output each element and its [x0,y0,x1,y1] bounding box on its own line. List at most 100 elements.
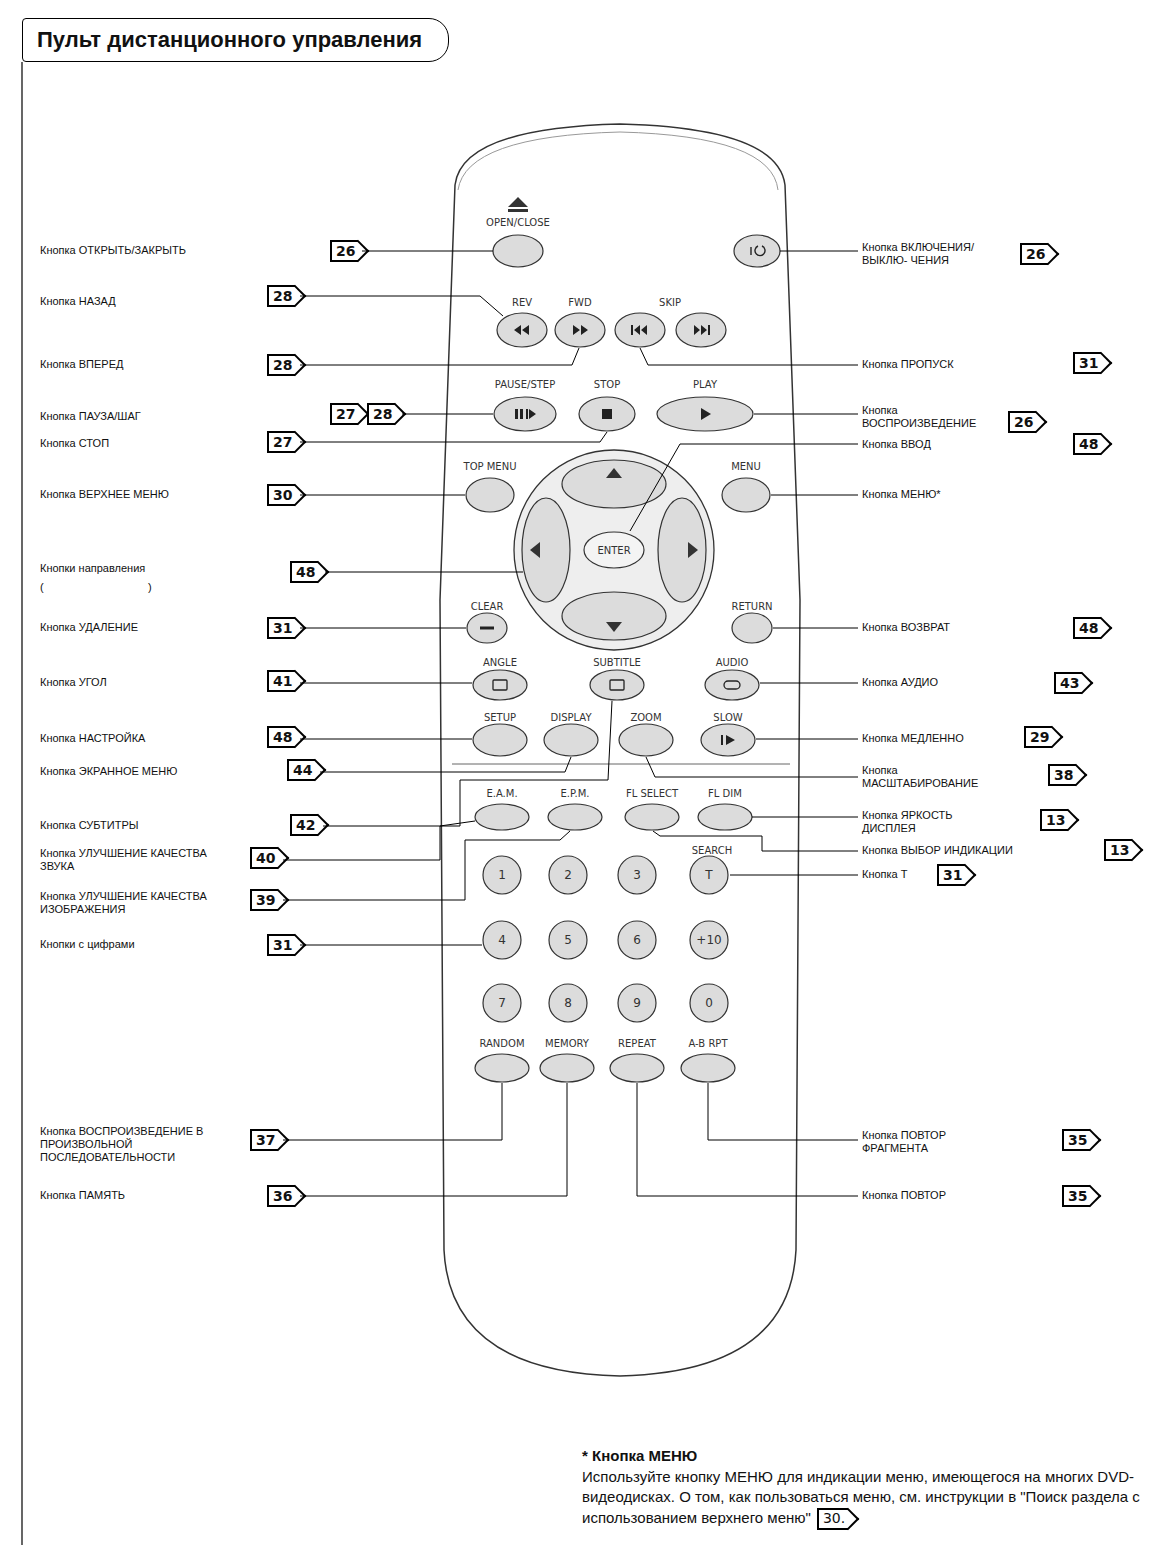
leader-line [300,296,503,316]
button-label: MEMORY [545,1038,589,1049]
button-description: Кнопка ВОСПРОИЗВЕДЕНИЕ [862,404,972,430]
arrow-symbol [606,622,622,632]
button-symbol [515,409,536,419]
leader-line [756,739,858,740]
leader-line [653,831,858,851]
remote-button [473,724,527,756]
button-description: Кнопки с цифрами [40,938,135,951]
remote-button [618,921,656,959]
button-label: 4 [498,933,506,947]
remote-button [625,804,679,830]
button-description: Кнопка ПОВТОР ФРАГМЕНТА [862,1129,982,1155]
button-description: Кнопка УЛУЧШЕНИЕ КАЧЕСТВА ИЗОБРАЖЕНИЯ [40,890,245,916]
page-reference: 28 [267,354,295,376]
button-label: T [705,868,712,882]
remote-button [483,921,521,959]
button-label: ENTER [597,545,630,556]
button-description: Кнопка НАЗАД [40,295,116,308]
button-symbol [480,627,494,630]
leader-line [362,251,493,252]
button-label: RETURN [731,601,772,612]
button-label: STOP [594,379,620,390]
remote-button [722,478,770,512]
button-description: Кнопка НАСТРОЙКА [40,732,145,745]
remote-button [497,313,547,347]
button-description: ( [40,581,44,594]
button-description: Кнопка МАСШТАБИРОВАНИЕ [862,764,982,790]
remote-button [555,313,605,347]
button-label: 1 [498,868,506,882]
leader-line [323,701,612,826]
leader-line [300,945,482,946]
leader-line [300,495,465,496]
button-symbol [602,409,612,419]
page-reference: 26 [1008,411,1036,433]
button-label: PLAY [693,379,717,390]
page-reference: 38 [1048,764,1076,786]
footnote-heading: * Кнопка МЕНЮ [582,1447,697,1464]
page-reference: 48 [267,726,295,748]
page-reference: 30. [817,1508,848,1530]
button-description: Кнопка АУДИО [862,676,938,689]
button-description: Кнопка ЯРКОСТЬ ДИСПЛЕЯ [862,809,982,835]
leader-line [708,1083,858,1140]
button-description: Кнопка СТОП [40,437,109,450]
page-reference: 35 [1062,1185,1090,1207]
divider-line [452,764,790,765]
page-reference: 31 [937,864,965,886]
button-description: Кнопка УГОЛ [40,676,107,689]
button-label: 7 [498,996,506,1010]
button-description: Кнопка ВОСПРОИЗВЕДЕНИЕ В ПРОИЗВОЛЬНОЙ ПО… [40,1125,220,1165]
button-label: TOP MENU [464,461,517,472]
remote-button [483,984,521,1022]
button-label: FL SELECT [626,788,678,799]
leader-line [754,414,858,415]
leader-line [300,628,466,629]
button-description: Кнопка МЕДЛЕННО [862,732,964,745]
remote-button [475,804,529,830]
button-label: SKIP [659,297,681,308]
button-description: Кнопка ВЫБОР ИНДИКАЦИИ [862,844,1013,857]
remote-button [732,613,772,643]
button-description: Кнопка ВЕРХНЕЕ МЕНЮ [40,488,169,501]
direction-button [562,460,666,508]
page-reference: 41 [267,670,295,692]
page-reference: 44 [287,759,315,781]
remote-button [690,984,728,1022]
button-label: ANGLE [483,657,517,668]
page-reference: 26 [330,240,358,262]
button-description: Кнопка УДАЛЕНИЕ [40,621,138,634]
button-label: 3 [633,868,641,882]
leader-line [780,251,858,252]
button-label: E.P.M. [561,788,590,799]
remote-button [676,313,726,347]
remote-button [483,856,521,894]
footnote-text: Используйте кнопку МЕНЮ для индикации ме… [582,1468,1140,1526]
remote-button [681,1054,735,1082]
leader-line [300,348,579,365]
button-label: FWD [568,297,591,308]
button-label: SEARCH [692,845,732,856]
remote-button [618,856,656,894]
leader-line [283,831,570,900]
remote-button [549,921,587,959]
page-reference: 48 [290,561,318,583]
page-reference: 31 [267,934,295,956]
direction-button [658,498,706,602]
button-label: FL DIM [708,788,742,799]
button-description: Кнопка ВВОД [862,438,931,451]
button-description: Кнопка ВКЛЮЧЕНИЯ/ВЫКЛЮ- ЧЕНИЯ [862,241,1012,267]
page-reference: 48 [1073,433,1101,455]
button-symbol [573,325,588,335]
remote-button [494,397,556,431]
page-reference: 36 [267,1185,295,1207]
button-symbol [694,325,710,335]
button-description: Кнопка Т [862,868,908,881]
leader-line [637,1083,858,1196]
arrow-symbol [530,542,540,558]
button-label: A-B RPT [689,1038,728,1049]
leader-line [773,628,858,629]
footnote-block: Используйте кнопку МЕНЮ для индикации ме… [582,1467,1152,1530]
arrow-symbol [688,542,698,558]
remote-button [540,1054,594,1082]
